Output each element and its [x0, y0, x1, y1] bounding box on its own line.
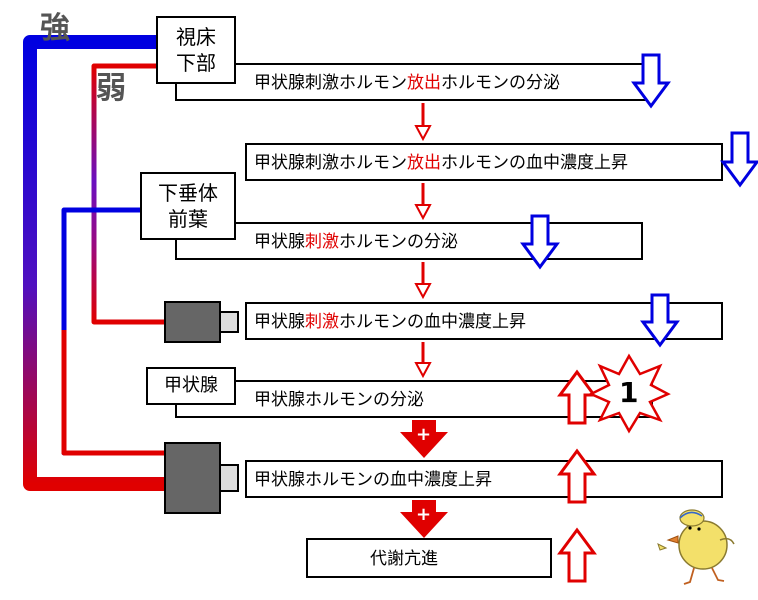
red-up-arrow-2 [557, 448, 597, 504]
connector-arrow-1 [414, 103, 432, 142]
pituitary-line-2: 前葉 [168, 207, 208, 231]
red-up-arrow-1 [557, 369, 597, 425]
weak-label: 弱 [96, 71, 126, 106]
burst-shape [588, 353, 671, 434]
connector-arrow-4 [414, 342, 432, 379]
hypothalamus-box: 視床 下部 [156, 16, 236, 84]
plus-arrow-1 [400, 420, 448, 458]
step-box-7 [306, 538, 552, 578]
step-label-5: 甲状腺ホルモンの分泌 [254, 390, 424, 410]
red-up-arrow-3 [557, 527, 597, 583]
blue-down-arrow-4 [640, 293, 680, 348]
receptor-small [164, 301, 239, 343]
plus-arrow-2 [400, 500, 448, 538]
step-label-1: 甲状腺刺激ホルモン放出ホルモンの分泌 [254, 73, 560, 93]
blue-down-arrow-3 [520, 214, 560, 270]
connector-arrow-3 [414, 262, 432, 300]
step-label-3: 甲状腺刺激ホルモンの分泌 [254, 232, 458, 252]
hypothalamus-line-2: 下部 [176, 51, 216, 75]
step-label-7: 代謝亢進 [370, 549, 438, 569]
strong-label: 強 [40, 11, 70, 46]
receptor-large [164, 442, 239, 514]
step-box-6 [245, 460, 723, 498]
chick-icon [657, 509, 735, 585]
outer-feedback-line [23, 35, 165, 491]
step-label-2: 甲状腺刺激ホルモン放出ホルモンの血中濃度上昇 [254, 153, 628, 173]
blue-down-arrow-2 [720, 131, 758, 188]
step-box-3 [175, 222, 643, 260]
burst-label: 1 [619, 376, 639, 409]
inner-feedback-line [91, 63, 165, 325]
pituitary-feedback-line-red [61, 330, 165, 456]
thyroid-box: 甲状腺 [146, 367, 236, 405]
blue-down-arrow-1 [631, 53, 671, 109]
plus-sign-1: + [416, 424, 432, 445]
pituitary-line-1: 下垂体 [158, 181, 218, 205]
pituitary-box: 下垂体 前葉 [140, 172, 236, 240]
step-label-4: 甲状腺刺激ホルモンの血中濃度上昇 [254, 312, 526, 332]
step-label-6: 甲状腺ホルモンの血中濃度上昇 [254, 470, 492, 490]
step-box-1 [175, 63, 647, 101]
connector-arrow-2 [414, 183, 432, 221]
hypothalamus-line-1: 視床 [176, 25, 216, 49]
step-box-4 [245, 302, 723, 340]
plus-sign-2: + [416, 504, 432, 525]
